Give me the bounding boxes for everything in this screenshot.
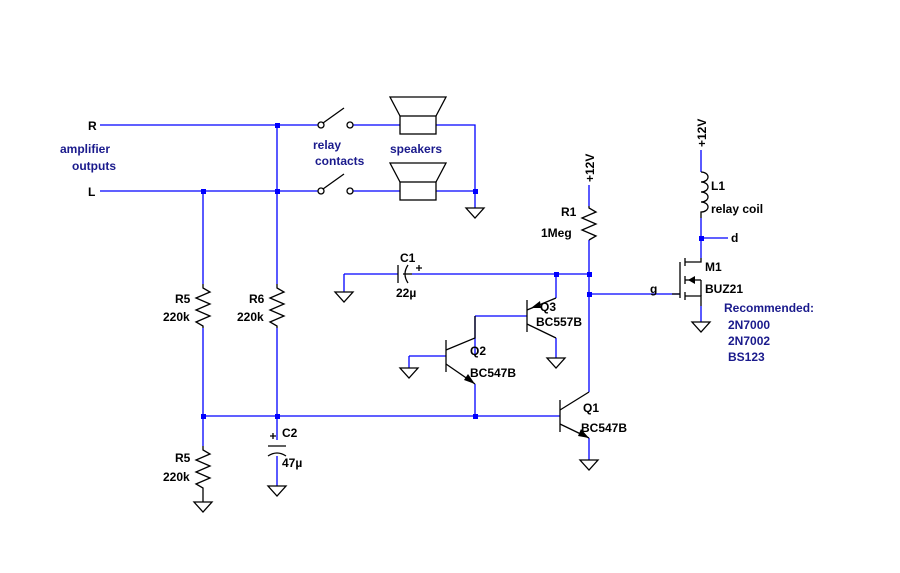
ground-icon (545, 357, 567, 369)
q3-value: BC557B (536, 315, 582, 329)
ground-icon (578, 459, 600, 471)
resistor-r5-bottom (194, 446, 212, 502)
transistor-q2 (445, 316, 476, 385)
note-recommended: Recommended: (724, 301, 814, 315)
l1-value: relay coil (711, 202, 763, 216)
ground-icon (192, 501, 214, 513)
capacitor-c2 (267, 433, 287, 457)
note-contacts: contacts (315, 154, 365, 168)
note-mosfet-option: 2N7000 (728, 318, 770, 332)
note-mosfet-option: 2N7002 (728, 334, 770, 348)
note-mosfet-option: BS123 (728, 350, 765, 364)
q1-value: BC547B (581, 421, 627, 435)
ground-icon (398, 367, 420, 379)
relay-contact-l (317, 173, 354, 195)
ground-icon (690, 321, 712, 333)
r5-bottom-value: 220k (163, 470, 190, 484)
relay-contact-r (317, 107, 354, 129)
net-label-r: R (88, 119, 97, 133)
speaker-r-icon (388, 96, 448, 135)
junctions (201, 123, 704, 419)
m1-value: BUZ21 (705, 282, 743, 296)
supply-label-l1: +12V (695, 119, 709, 147)
note-outputs: outputs (72, 159, 116, 173)
r5-top-name: R5 (175, 292, 191, 306)
inductor-l1 (700, 171, 709, 218)
transistor-q1 (559, 391, 590, 439)
resistor-r6 (268, 284, 286, 328)
mosfet-m1 (672, 258, 702, 306)
ground-icon (266, 485, 288, 497)
c2-value: 47µ (282, 456, 302, 470)
speaker-l-icon (388, 162, 448, 201)
net-label-g: g (650, 282, 657, 296)
m1-name: M1 (705, 260, 722, 274)
r1-value: 1Meg (541, 226, 572, 240)
r1-name: R1 (561, 205, 577, 219)
q1-name: Q1 (583, 401, 599, 415)
r5-top-value: 220k (163, 310, 190, 324)
r5-bottom-name: R5 (175, 451, 191, 465)
c1-value: 22µ (396, 286, 416, 300)
transistor-q3 (526, 297, 557, 339)
wires (100, 124, 728, 486)
r6-name: R6 (249, 292, 265, 306)
note-speakers: speakers (390, 142, 442, 156)
r6-value: 220k (237, 310, 264, 324)
resistor-r1 (580, 206, 598, 241)
q2-value: BC547B (470, 366, 516, 380)
q2-name: Q2 (470, 344, 486, 358)
note-amplifier: amplifier (60, 142, 110, 156)
resistor-r5-top (194, 284, 212, 328)
note-relay: relay (313, 138, 341, 152)
net-label-l: L (88, 185, 95, 199)
c1-name: C1 (400, 251, 416, 265)
ground-icon (333, 291, 355, 303)
net-label-d: d (731, 231, 738, 245)
capacitor-c1 (397, 264, 422, 284)
l1-name: L1 (711, 179, 725, 193)
c2-name: C2 (282, 426, 298, 440)
supply-label-r1: +12V (583, 154, 597, 182)
ground-icon (464, 207, 486, 219)
q3-name: Q3 (540, 300, 556, 314)
